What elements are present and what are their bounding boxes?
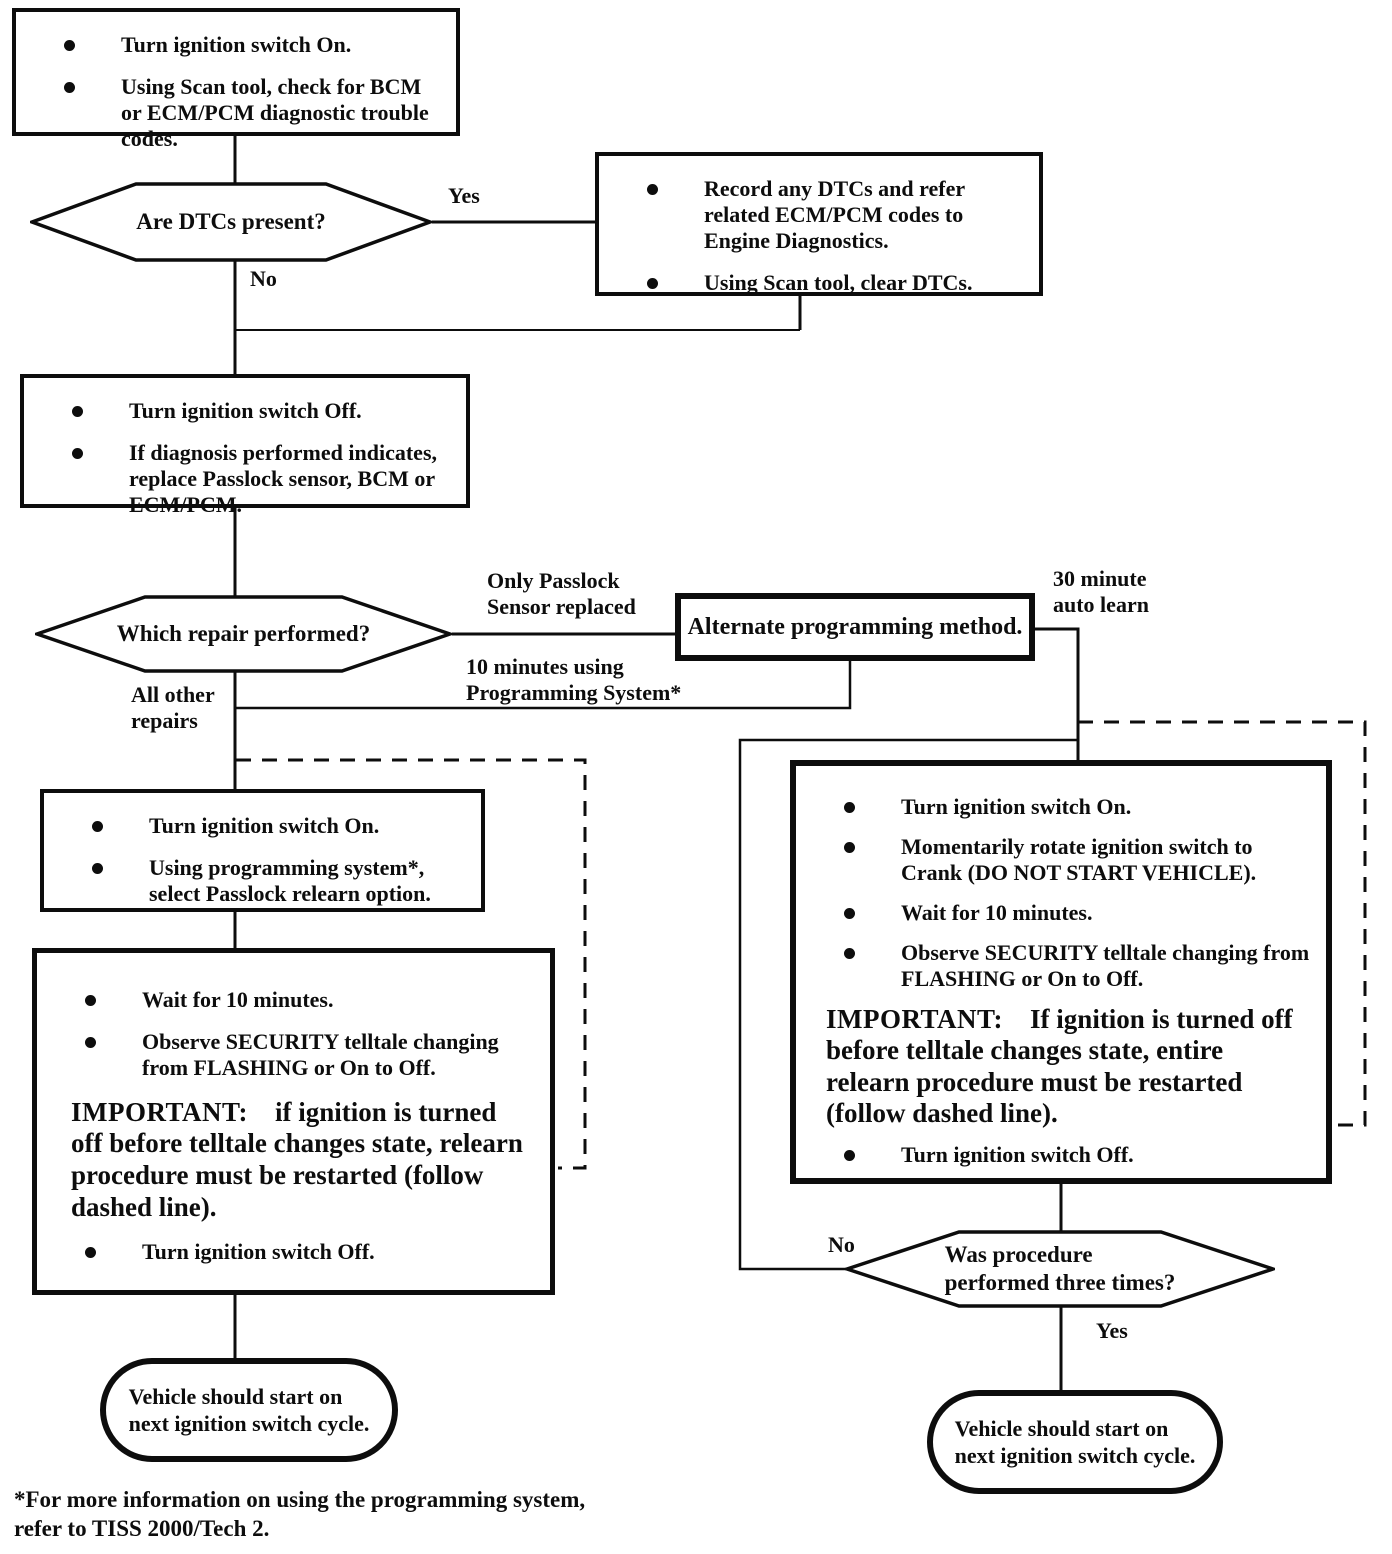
bullet-text: Using Scan tool, clear DTCs. bbox=[704, 269, 973, 295]
bullet-icon bbox=[85, 995, 96, 1006]
process-select-relearn: Turn ignition switch On. Using programmi… bbox=[40, 789, 485, 912]
bullet-text: Using programming system*, select Passlo… bbox=[149, 854, 431, 906]
bullet-icon bbox=[72, 447, 83, 459]
list-item: Observe SECURITY telltale changing from … bbox=[826, 940, 1312, 992]
list-item: Turn ignition switch On. bbox=[74, 813, 467, 839]
footnote: *For more information on using the progr… bbox=[14, 1487, 586, 1541]
decision-three-times: Was procedure performed three times? bbox=[845, 1230, 1275, 1308]
list-item: Observe SECURITY telltale changing from … bbox=[67, 1029, 536, 1081]
bullet-icon bbox=[844, 947, 855, 959]
bullet-text: Momentarily rotate ignition switch to Cr… bbox=[901, 833, 1257, 885]
decision-dtcs-present: Are DTCs present? bbox=[30, 182, 432, 262]
process-label: Alternate programming method. bbox=[687, 613, 1023, 640]
bullet-icon bbox=[844, 841, 855, 853]
edge-label-thirty-minute: 30 minute auto learn bbox=[1053, 566, 1149, 617]
bullet-text: Turn ignition switch Off. bbox=[142, 1239, 375, 1265]
bullet-text: Wait for 10 minutes. bbox=[142, 987, 334, 1012]
list-item: Record any DTCs and refer related ECM/PC… bbox=[629, 176, 1025, 254]
bullet-text: Turn ignition switch On. bbox=[901, 794, 1132, 819]
process-alternate-method: Alternate programming method. bbox=[675, 593, 1035, 661]
bullet-icon bbox=[844, 907, 855, 919]
edge-label-no-dtcs: No bbox=[250, 266, 277, 291]
bullet-icon bbox=[647, 277, 658, 289]
edge-dashed-restart-right bbox=[1078, 720, 1367, 1127]
process-check-codes: Turn ignition switch On. Using Scan tool… bbox=[12, 8, 460, 151]
bullet-icon bbox=[72, 406, 83, 417]
list-item: Turn ignition switch Off. bbox=[67, 1239, 536, 1265]
list-item: Wait for 10 minutes. bbox=[67, 987, 536, 1013]
edge-label-yes-dtcs: Yes bbox=[448, 183, 480, 208]
decision-which-repair: Which repair performed? bbox=[35, 595, 452, 673]
important-label: IMPORTANT: bbox=[71, 1096, 249, 1127]
list-item: Using Scan tool, check for BCM or ECM/PC… bbox=[46, 74, 442, 152]
important-text: If ignition is turned off before telltal… bbox=[826, 1003, 1293, 1129]
list-item: Using Scan tool, clear DTCs. bbox=[629, 270, 1025, 296]
bullet-icon bbox=[85, 1247, 96, 1259]
bullet-text: Turn ignition switch On. bbox=[149, 813, 380, 838]
bullet-icon bbox=[844, 1150, 855, 1162]
edge-label-no-three: No bbox=[828, 1232, 855, 1257]
list-item: Using programming system*, select Passlo… bbox=[74, 855, 467, 907]
bullet-text: Record any DTCs and refer related ECM/PC… bbox=[704, 176, 965, 253]
decision-question: Are DTCs present? bbox=[136, 209, 326, 235]
bullet-text: Observe SECURITY telltale changing from … bbox=[901, 939, 1310, 991]
bullet-icon bbox=[64, 40, 75, 51]
terminal-vehicle-start-right: Vehicle should start on next ignition sw… bbox=[927, 1390, 1223, 1494]
edge-thirty-minute bbox=[1033, 627, 1080, 763]
important-note: IMPORTANT: if ignition is turned off bef… bbox=[71, 1097, 532, 1223]
important-note: IMPORTANT: If ignition is turned off bef… bbox=[826, 1004, 1312, 1130]
process-record-dtcs: Record any DTCs and refer related ECM/PC… bbox=[595, 152, 1043, 296]
bullet-text: Turn ignition switch On. bbox=[121, 32, 352, 57]
terminal-vehicle-start-left: Vehicle should start on next ignition sw… bbox=[100, 1358, 398, 1462]
process-ignition-off-replace: Turn ignition switch Off. If diagnosis p… bbox=[20, 374, 470, 517]
list-item: Wait for 10 minutes. bbox=[826, 900, 1312, 926]
list-item: Turn ignition switch On. bbox=[46, 32, 442, 58]
list-item: Turn ignition switch Off. bbox=[54, 398, 452, 424]
process-crank-wait: Turn ignition switch On. Momentarily rot… bbox=[790, 760, 1332, 1184]
edge-label-yes-three: Yes bbox=[1096, 1318, 1128, 1343]
bullet-text: If diagnosis performed indicates, replac… bbox=[129, 439, 437, 517]
bullet-text: Turn ignition switch Off. bbox=[129, 398, 362, 423]
bullet-text: Turn ignition switch Off. bbox=[901, 1142, 1134, 1168]
bullet-text: Observe SECURITY telltale changing from … bbox=[142, 1028, 499, 1080]
list-item: Turn ignition switch Off. bbox=[826, 1142, 1312, 1168]
important-text: if ignition is turned off before telltal… bbox=[71, 1096, 523, 1222]
bullet-icon bbox=[64, 81, 75, 93]
edge-ten-minutes bbox=[236, 659, 852, 710]
bullet-icon bbox=[85, 1036, 96, 1048]
important-label: IMPORTANT: bbox=[826, 1003, 1004, 1034]
bullet-text: Using Scan tool, check for BCM or ECM/PC… bbox=[121, 73, 429, 151]
terminal-label: Vehicle should start on next ignition sw… bbox=[128, 1383, 370, 1437]
bullet-text: Wait for 10 minutes. bbox=[901, 899, 1093, 925]
hexagon-shape bbox=[35, 595, 452, 673]
bullet-icon bbox=[844, 802, 855, 813]
terminal-label: Vehicle should start on next ignition sw… bbox=[954, 1415, 1196, 1469]
decision-question: Which repair performed? bbox=[116, 621, 371, 647]
list-item: Turn ignition switch On. bbox=[826, 794, 1312, 820]
bullet-icon bbox=[92, 821, 103, 832]
list-item: If diagnosis performed indicates, replac… bbox=[54, 440, 452, 518]
list-item: Momentarily rotate ignition switch to Cr… bbox=[826, 834, 1312, 886]
bullet-icon bbox=[647, 184, 658, 195]
edge-dashed-restart-left bbox=[236, 758, 587, 1170]
bullet-icon bbox=[92, 862, 103, 874]
edge-label-all-other: All other repairs bbox=[131, 682, 215, 733]
hexagon-shape bbox=[30, 182, 432, 262]
hexagon-shape bbox=[845, 1230, 1275, 1308]
edge-label-only-passlock: Only Passlock Sensor replaced bbox=[487, 568, 636, 619]
process-wait-observe: Wait for 10 minutes. Observe SECURITY te… bbox=[32, 948, 555, 1295]
decision-question: Was procedure performed three times? bbox=[944, 1242, 1176, 1295]
edge-three-no-loop bbox=[738, 738, 1078, 1271]
edge-label-ten-minutes: 10 minutes using Programming System* bbox=[466, 654, 682, 705]
